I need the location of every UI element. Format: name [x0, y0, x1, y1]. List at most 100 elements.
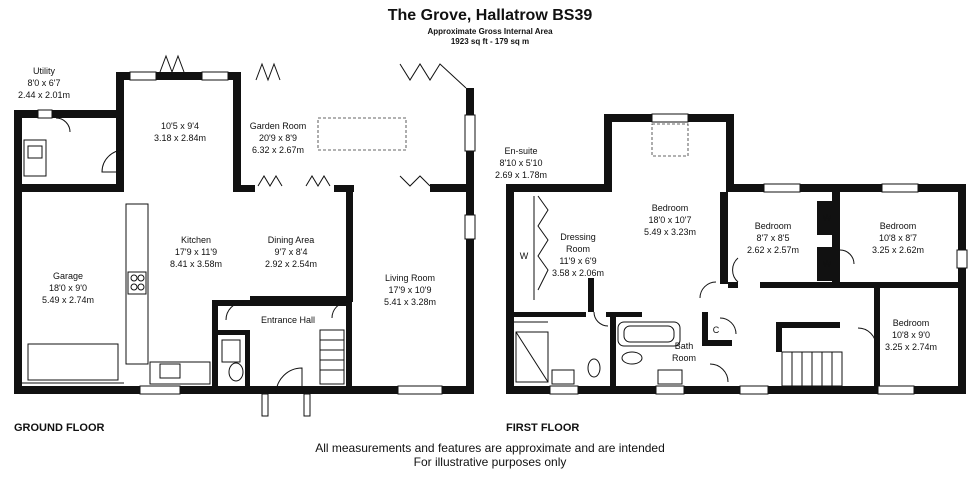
door-swing [331, 301, 349, 319]
wardrobe-mark: W [823, 213, 832, 223]
wc [621, 351, 643, 365]
bedroom-4-name: Bedroom [893, 318, 930, 328]
wall [514, 312, 586, 317]
wall [52, 110, 124, 118]
bedroom-4-imperial: 10'8 x 9'0 [892, 330, 930, 340]
hob [127, 271, 147, 295]
wardrobe-mark: W [823, 259, 832, 269]
door-swing [839, 249, 855, 265]
wall [14, 386, 474, 394]
garage-name: Garage [53, 271, 83, 281]
hob-ring [137, 283, 145, 291]
window [464, 114, 476, 152]
garden-room-metric: 6.32 x 2.67m [252, 145, 304, 155]
window [303, 393, 311, 417]
area-size: 1923 sq ft - 179 sq m [450, 37, 530, 46]
wall [212, 300, 218, 394]
hob-ring [130, 283, 138, 291]
rooflight [651, 123, 689, 157]
bathroom-name-2: Room [672, 353, 696, 363]
ground-floor-label: GROUND FLOOR [14, 422, 104, 434]
disclaimer-line-1: All measurements and features are approx… [315, 441, 665, 455]
wall [334, 185, 354, 192]
wall [14, 184, 124, 192]
wardrobe-box [817, 201, 837, 235]
kitchen-top-metric: 3.18 x 2.84m [154, 133, 206, 143]
window [739, 385, 769, 395]
living-room-name: Living Room [385, 273, 435, 283]
garden-room-name: Garden Room [250, 121, 307, 131]
door-swing [101, 149, 125, 173]
dining-metric: 2.92 x 2.54m [265, 259, 317, 269]
door-swing [699, 281, 717, 299]
french-door [159, 54, 185, 74]
window [261, 393, 269, 417]
window [464, 214, 476, 240]
utility-metric: 2.44 x 2.01m [18, 90, 70, 100]
basin [551, 369, 575, 385]
staircase [319, 329, 345, 385]
door-swing [55, 117, 71, 133]
kitchen-metric: 8.41 x 3.58m [170, 259, 222, 269]
window [956, 249, 968, 269]
disclaimer-line-2: For illustrative purposes only [413, 455, 567, 469]
wall [958, 184, 966, 394]
wall [245, 330, 250, 390]
wall [14, 110, 38, 118]
window [881, 183, 919, 193]
wall [776, 322, 840, 328]
wall [702, 340, 732, 346]
bifold-door [399, 63, 467, 89]
dressing-name-2: Room [566, 244, 590, 254]
dressing-imperial: 11'9 x 6'9 [559, 256, 596, 266]
first-floor-label: FIRST FLOOR [506, 422, 579, 434]
plan-title: The Grove, Hallatrow BS39 [387, 7, 593, 24]
wall [346, 192, 353, 302]
window [877, 385, 915, 395]
wc-basin [221, 339, 241, 363]
window [37, 109, 53, 119]
bedroom-main-imperial: 18'0 x 10'7 [649, 215, 692, 225]
disclaimer: All measurements and features are approx… [0, 441, 980, 469]
cupboard-mark: C [713, 325, 720, 335]
dining-imperial: 9'7 x 8'4 [275, 247, 308, 257]
wall [233, 185, 255, 192]
bath-inner [623, 325, 675, 343]
wall [588, 278, 594, 312]
wall [604, 114, 612, 192]
bedroom-2-metric: 2.62 x 2.57m [747, 245, 799, 255]
wardrobe-doors [537, 195, 549, 291]
bifold-door [257, 175, 283, 187]
dining-name: Dining Area [268, 235, 315, 245]
window [763, 183, 801, 193]
garden-room-imperial: 20'9 x 8'9 [259, 133, 297, 143]
bifold-door [305, 175, 331, 187]
kitchen-top-imperial: 10'5 x 9'4 [161, 121, 199, 131]
wall [506, 386, 966, 394]
wall [606, 312, 642, 317]
wardrobe-mark: W [520, 251, 529, 261]
window [201, 71, 229, 81]
ensuite-metric: 2.69 x 1.78m [495, 170, 547, 180]
utility-name: Utility [33, 66, 55, 76]
utility-imperial: 8'0 x 6'7 [28, 78, 61, 88]
rooflight [317, 117, 407, 151]
bedroom-2-name: Bedroom [755, 221, 792, 231]
bifold-door [255, 62, 281, 82]
wall [728, 282, 738, 288]
kitchen-name: Kitchen [181, 235, 211, 245]
ensuite-name: En-suite [504, 146, 537, 156]
window [549, 385, 579, 395]
door-swing [275, 367, 303, 395]
living-room-metric: 5.41 x 3.28m [384, 297, 436, 307]
wardrobe-box [817, 247, 837, 281]
wall [832, 192, 840, 284]
bedroom-3-metric: 3.25 x 2.62m [872, 245, 924, 255]
bathroom-name-1: Bath [675, 341, 694, 351]
ensuite-imperial: 8'10 x 5'10 [500, 158, 543, 168]
door-swing [732, 257, 739, 283]
garage-metric: 5.49 x 2.74m [42, 295, 94, 305]
wall [116, 72, 236, 80]
wall [610, 312, 616, 388]
door-swing [857, 327, 877, 347]
